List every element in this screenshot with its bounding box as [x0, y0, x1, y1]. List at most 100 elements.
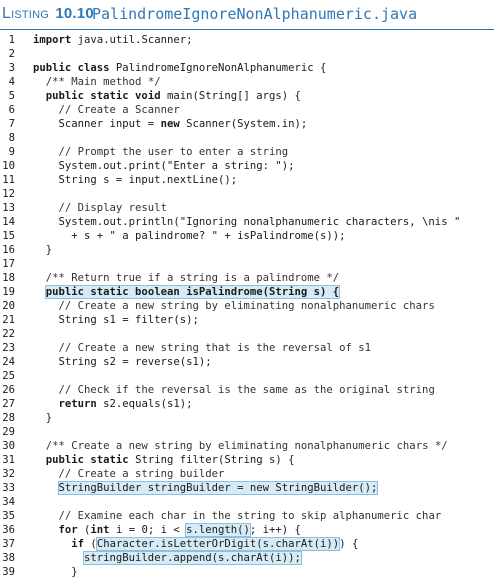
code-token: String s = input.nextLine();	[33, 174, 238, 186]
code-line: 8	[0, 131, 494, 145]
code-token	[33, 272, 46, 284]
code-line: 15 + s + " a palindrome? " + isPalindrom…	[0, 229, 494, 243]
line-code: String s1 = filter(s);	[33, 313, 199, 327]
code-token	[33, 146, 59, 158]
line-code: /** Return true if a string is a palindr…	[33, 271, 339, 285]
line-code: // Create a Scanner	[33, 103, 180, 117]
listing-filename: PalindromeIgnoreNonAlphanumeric.java	[92, 5, 418, 23]
line-code: public class PalindromeIgnoreNonAlphanum…	[33, 61, 326, 75]
code-line: 13 // Display result	[0, 201, 494, 215]
line-number: 6	[8, 104, 15, 116]
line-number: 24	[2, 356, 15, 368]
code-line: 16 }	[0, 243, 494, 257]
line-number: 32	[2, 468, 15, 480]
code-token: if	[71, 538, 85, 550]
code-token	[33, 286, 46, 298]
line-code: return s2.equals(s1);	[33, 397, 193, 411]
code-token: StringBuilder stringBuilder = new String…	[57, 481, 379, 495]
line-number: 20	[2, 300, 15, 312]
line-code: // Check if the reversal is the same as …	[33, 383, 435, 397]
line-code: // Examine each char in the string to sk…	[33, 509, 442, 523]
code-token: // Display result	[58, 202, 167, 214]
code-token	[33, 510, 59, 522]
code-line: 4 /** Main method */	[0, 75, 494, 89]
code-token: Character.isLetterOrDigit(s.charAt(i))	[95, 537, 341, 551]
code-line: 35 // Examine each char in the string to…	[0, 509, 494, 523]
code-line: 33 StringBuilder stringBuilder = new Str…	[0, 481, 494, 495]
code-token	[33, 76, 46, 88]
code-line: 6 // Create a Scanner	[0, 103, 494, 117]
line-code: }	[33, 411, 52, 425]
code-line: 29	[0, 425, 494, 439]
line-code: for (int i = 0; i < s.length(); i++) {	[33, 523, 301, 537]
code-line: 18 /** Return true if a string is a pali…	[0, 271, 494, 285]
code-line: 39 }	[0, 565, 494, 579]
code-line: 30 /** Create a new string by eliminatin…	[0, 439, 494, 453]
code-token: (	[84, 538, 97, 550]
code-token: }	[33, 412, 53, 424]
line-number: 38	[2, 552, 15, 564]
line-number: 27	[2, 398, 15, 410]
code-line: 20 // Create a new string by eliminating…	[0, 299, 494, 313]
code-token: // Check if the reversal is the same as …	[58, 384, 435, 396]
line-code: }	[33, 243, 52, 257]
code-line: 3 public class PalindromeIgnoreNonAlphanu…	[0, 61, 494, 75]
code-token: // Create a Scanner	[58, 104, 180, 116]
code-line: 24 String s2 = reverse(s1);	[0, 355, 494, 369]
code-line: 1 import java.util.Scanner;	[0, 33, 494, 47]
code-token: /** Main method */	[45, 76, 161, 88]
code-token: public static	[45, 454, 129, 466]
code-token	[33, 468, 59, 480]
line-number: 8	[8, 132, 15, 144]
code-token: String filter(String s) {	[128, 454, 295, 466]
line-number: 3	[8, 62, 15, 74]
code-line: 17	[0, 257, 494, 271]
code-token: s.length()	[185, 523, 251, 537]
code-token: Scanner(System.in);	[179, 118, 308, 130]
code-line: 7 Scanner input = new Scanner(System.in)…	[0, 117, 494, 131]
line-number: 4	[8, 76, 15, 88]
code-token: ; i++) {	[249, 524, 301, 536]
line-number: 1	[8, 34, 15, 46]
code-token: i = 0; i <	[109, 524, 187, 536]
line-number: 22	[2, 328, 15, 340]
line-number: 11	[2, 174, 15, 186]
code-line: 5 public static void main(String[] args)…	[0, 89, 494, 103]
code-token: }	[33, 566, 78, 578]
code-token: new	[160, 118, 180, 130]
code-token	[33, 538, 71, 550]
line-code: String s = input.nextLine();	[33, 173, 238, 187]
line-number: 33	[2, 482, 15, 494]
line-number: 16	[2, 244, 15, 256]
line-code: Scanner input = new Scanner(System.in);	[33, 117, 308, 131]
code-token	[33, 90, 46, 102]
code-line: 37 if (Character.isLetterOrDigit(s.charA…	[0, 537, 494, 551]
code-line: 27 return s2.equals(s1);	[0, 397, 494, 411]
code-token: PalindromeIgnoreNonAlphanumeric {	[109, 62, 327, 74]
code-token: // Create a string builder	[58, 468, 225, 480]
code-token: import	[33, 34, 72, 46]
line-number: 9	[8, 146, 15, 158]
line-number: 26	[2, 384, 15, 396]
code-token: (	[77, 524, 91, 536]
code-token: // Create a new string that is the rever…	[58, 342, 372, 354]
code-token	[33, 440, 46, 452]
code-token	[33, 384, 59, 396]
line-number: 18	[2, 272, 15, 284]
line-number: 5	[8, 90, 15, 102]
line-number: 28	[2, 412, 15, 424]
line-number: 19	[2, 286, 15, 298]
line-code: if (Character.isLetterOrDigit(s.charAt(i…	[33, 537, 358, 551]
code-token: public class	[33, 62, 110, 74]
line-code: public static void main(String[] args) {	[33, 89, 301, 103]
line-code: // Create a new string that is the rever…	[33, 341, 372, 355]
code-line: 12	[0, 187, 494, 201]
line-code: // Display result	[33, 201, 167, 215]
line-code: import java.util.Scanner;	[33, 33, 192, 47]
code-token: s2.equals(s1);	[96, 398, 193, 410]
line-code: public static boolean isPalindrome(Strin…	[33, 285, 341, 299]
line-number: 39	[2, 566, 15, 578]
code-line: 32 // Create a string builder	[0, 467, 494, 481]
line-number: 36	[2, 524, 15, 536]
